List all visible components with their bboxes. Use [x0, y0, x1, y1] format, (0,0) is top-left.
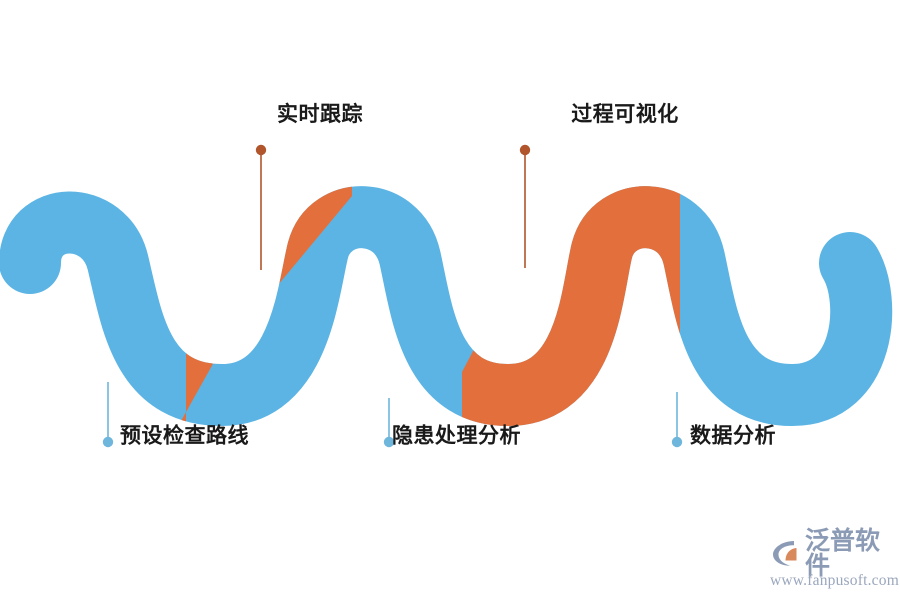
callout-label-data-analysis: 数据分析 [690, 424, 776, 448]
connector-dot-data-analysis [671, 436, 683, 448]
connector-dot-hazard-handling-analysis [383, 436, 395, 448]
callout-label-real-time-tracking: 实时跟踪 [277, 103, 363, 126]
callout-label-process-visualization: 过程可视化 [571, 103, 679, 126]
connector-dot-preset-inspection-route [102, 436, 114, 448]
connector-dot-process-visualization [519, 144, 531, 156]
connector-dot-real-time-tracking [255, 144, 267, 156]
callout-label-preset-inspection-route: 预设检查路线 [120, 424, 249, 448]
callout-label-hazard-handling-analysis: 隐患处理分析 [392, 424, 521, 448]
ribbon-blue-base [0, 186, 893, 426]
